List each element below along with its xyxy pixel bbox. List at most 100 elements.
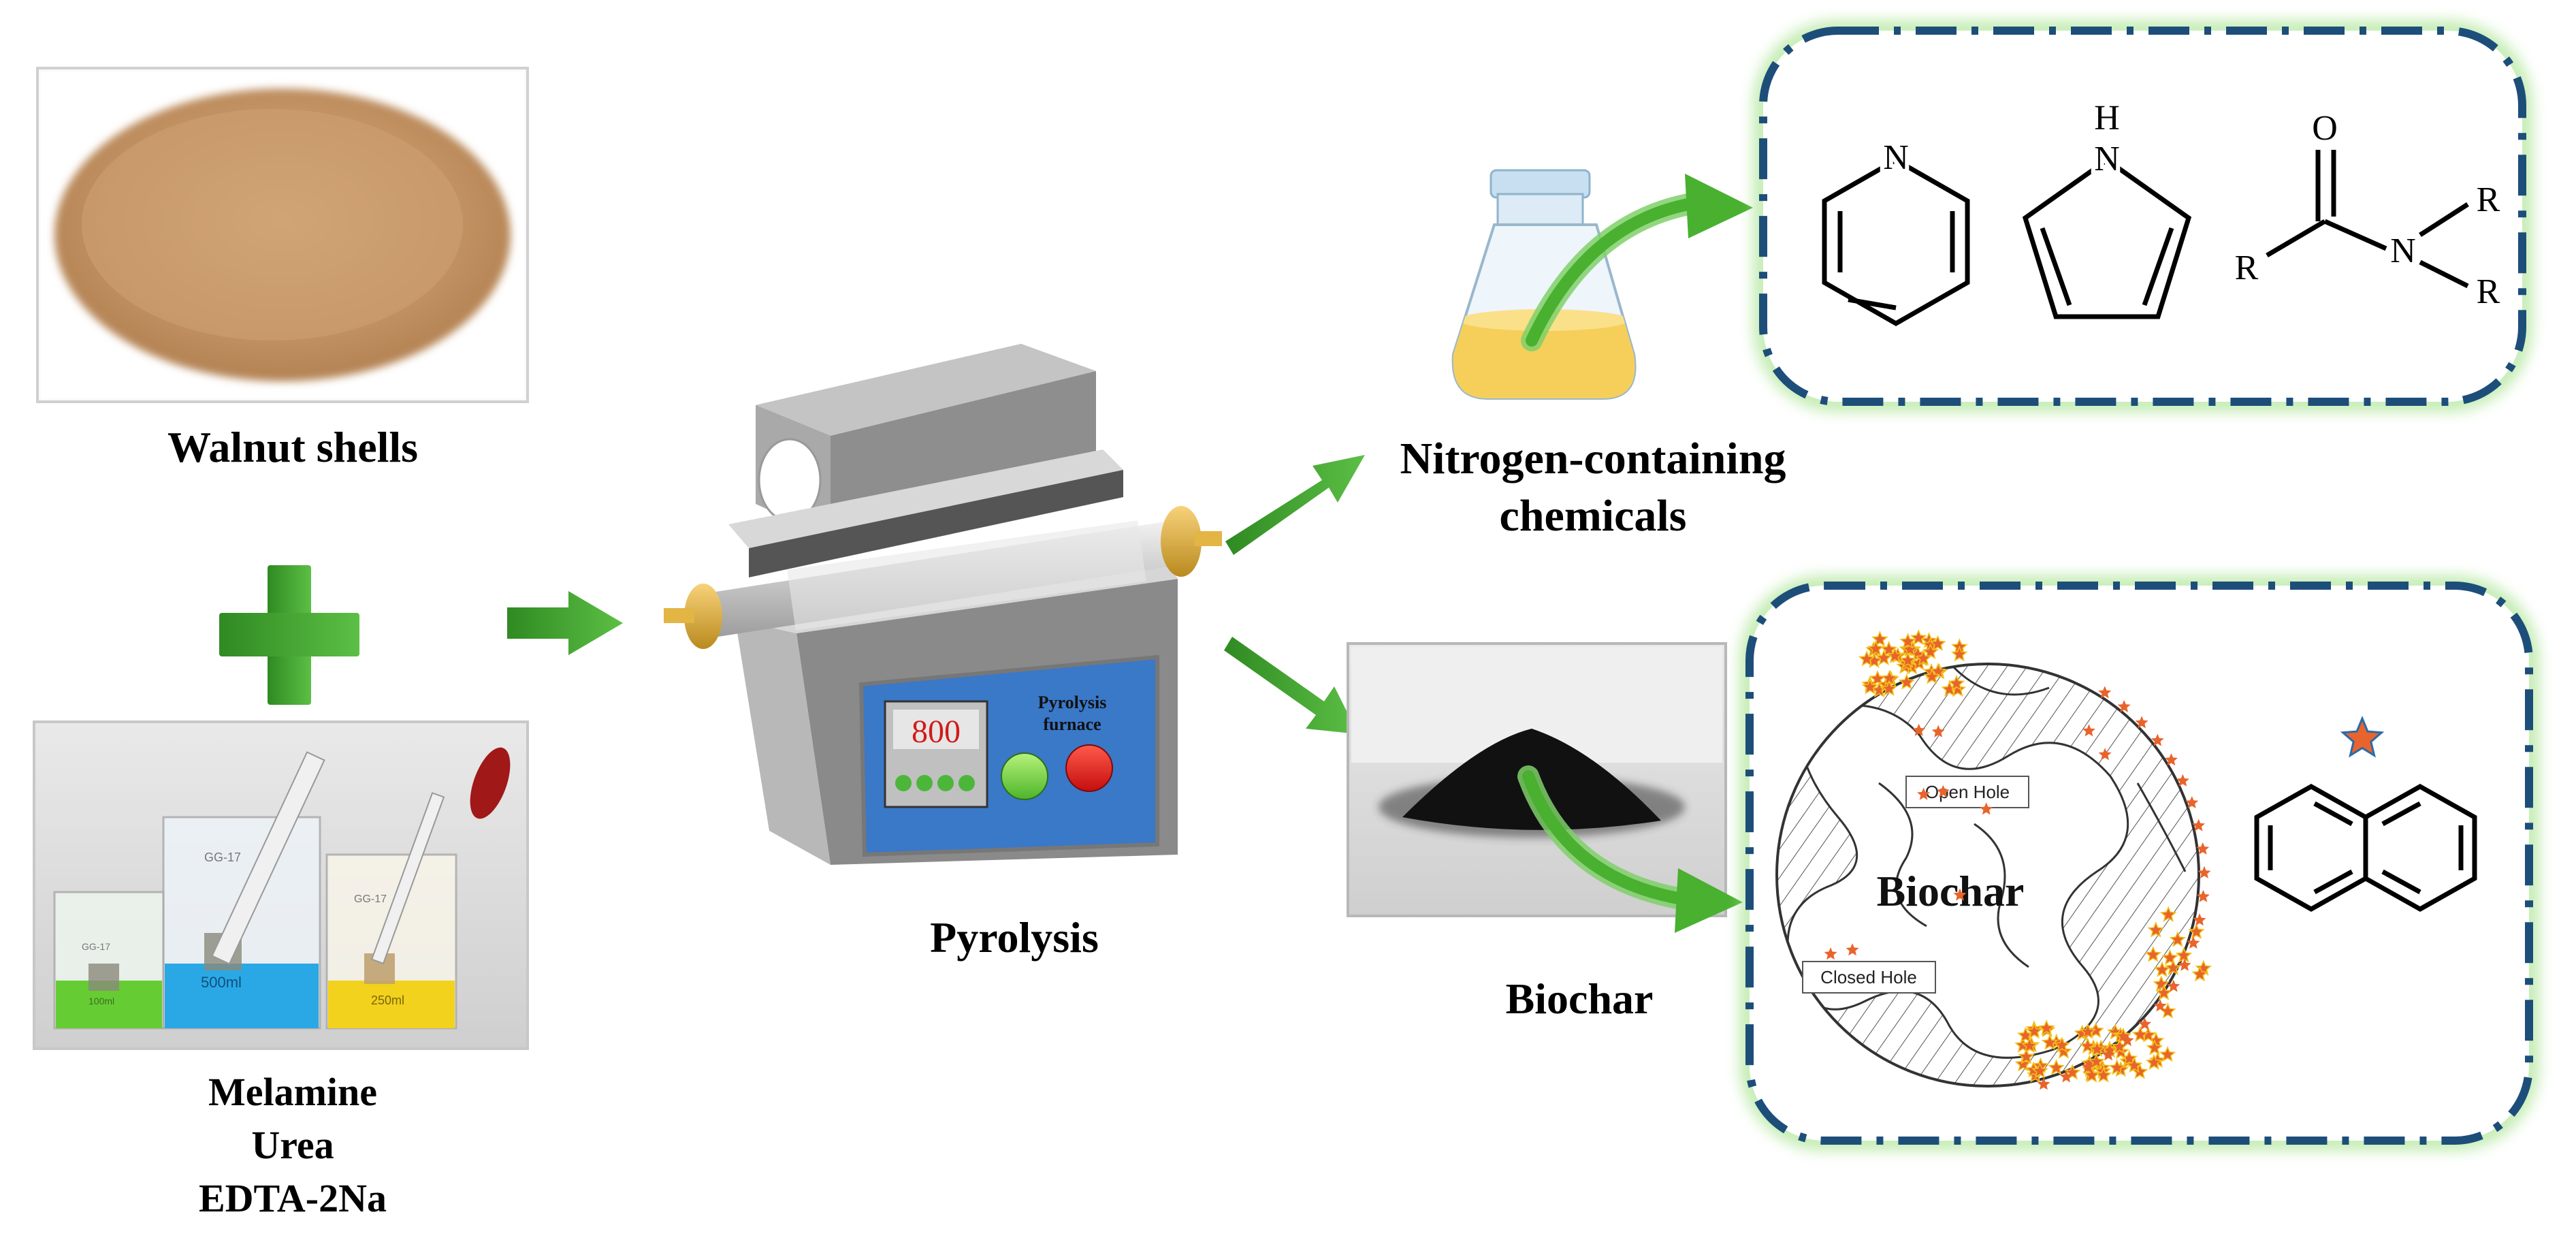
- adsorbed-star: [1953, 888, 1967, 901]
- adsorbed-star: [2125, 1056, 2143, 1073]
- curved-arrow-biochar: [1517, 765, 1743, 933]
- beaker-brand-3: GG-17: [354, 893, 387, 905]
- adsorbed-star: [2145, 1053, 2163, 1070]
- adsorbed-star: [1929, 635, 1946, 651]
- adsorbed-star: [2185, 796, 2199, 808]
- adsorbed-star: [2161, 949, 2178, 966]
- adsorbed-star: [1915, 650, 1932, 666]
- biochar-center-label: Biochar: [1877, 867, 2025, 915]
- adsorbed-star: [2159, 1045, 2176, 1062]
- beaker-brand-2: GG-17: [204, 851, 241, 864]
- adsorbed-star: [2089, 1041, 2106, 1057]
- adsorbed-star: [2191, 965, 2208, 982]
- adsorbed-star: [1899, 633, 1916, 649]
- adsorbed-star: [2121, 1034, 2134, 1047]
- adsorbed-star: [1936, 784, 1950, 797]
- chemicals-frame: [1753, 20, 2532, 412]
- additives-label: Melamine Urea EDTA-2Na: [88, 1066, 497, 1225]
- adsorbed-star: [2192, 819, 2206, 831]
- arrow-to-furnace: [507, 591, 623, 655]
- adsorbed-star: [2098, 748, 2112, 761]
- adsorbed-star: [2117, 699, 2131, 712]
- adsorbed-star: [2176, 774, 2189, 787]
- beakers-photo: [33, 720, 529, 1050]
- nitrogen-label-line-2: chemicals: [1499, 491, 1687, 541]
- adsorbed-star: [2164, 753, 2178, 766]
- adsorbed-star: [2187, 936, 2200, 949]
- walnut-shells-photo: [36, 67, 529, 403]
- adsorbed-star: [2038, 1019, 2055, 1036]
- adsorbed-star: [2155, 984, 2172, 1000]
- walnut-shells-label: Walnut shells: [167, 423, 419, 471]
- adsorbed-star: [1824, 947, 1837, 960]
- plus-icon: [219, 565, 359, 705]
- pyrolysis-furnace: [664, 344, 1222, 865]
- adsorbed-star: [2193, 913, 2206, 926]
- adsorbed-star: [1880, 680, 1898, 696]
- pyrrole-molecule: [2022, 157, 2192, 319]
- adsorbed-star: [2018, 1048, 2035, 1064]
- adsorbed-star: [2175, 947, 2193, 963]
- adsorbed-star: [1923, 668, 1941, 684]
- adsorbed-star: [2082, 724, 2095, 737]
- additive-edta: EDTA-2Na: [198, 1176, 387, 1220]
- adsorbed-star: [1950, 646, 1968, 662]
- adsorbed-star: [2079, 1023, 2097, 1039]
- naphthalene-molecule: [2254, 783, 2477, 912]
- adsorbed-star: [2131, 1026, 2149, 1043]
- pyrrole-n: N: [2094, 140, 2120, 178]
- arrow-to-biochar: [1224, 637, 1358, 734]
- adsorbed-molecules: [1824, 629, 2212, 1090]
- pyrrole-h: H: [2094, 99, 2120, 138]
- adsorbed-star: [2169, 931, 2187, 947]
- nitrogen-label-line-1: Nitrogen-containing: [1400, 434, 1786, 483]
- adsorbed-star: [2025, 1022, 2043, 1039]
- adsorbed-star: [1912, 723, 1926, 736]
- additive-melamine: Melamine: [208, 1070, 378, 1114]
- adsorbed-star: [1948, 674, 1965, 691]
- pyridine-n: N: [1883, 138, 1909, 177]
- adsorbed-star: [2087, 1021, 2104, 1038]
- adsorbed-star: [2081, 1060, 2095, 1073]
- additive-urea: Urea: [251, 1123, 334, 1167]
- adsorbed-star: [1931, 725, 1945, 737]
- adsorbed-star: [2059, 1070, 2073, 1083]
- amide-n: N: [2390, 232, 2416, 270]
- adsorbed-star: [2151, 733, 2164, 746]
- arrow-to-chemicals: [1225, 455, 1365, 555]
- adsorbed-star: [2147, 921, 2165, 938]
- adsorbed-star: [2197, 866, 2211, 878]
- adsorbed-star: [1899, 652, 1916, 668]
- adsorbed-star: [2135, 716, 2148, 729]
- adsorbed-star: [1980, 802, 1993, 815]
- adsorbed-star: [2178, 958, 2191, 971]
- furnace-display: 800: [912, 714, 961, 750]
- adsorbed-star: [1917, 787, 1931, 800]
- adsorbed-star: [2159, 906, 2177, 922]
- adsorbed-star: [1858, 650, 1875, 667]
- closed-hole-label: Closed Hole: [1820, 967, 1917, 987]
- amide-r-1: R: [2477, 180, 2500, 219]
- amide-r-3: R: [2477, 272, 2500, 311]
- adsorbed-star: [2053, 1036, 2071, 1053]
- adsorbed-star: [2108, 1059, 2126, 1075]
- adsorbed-star: [1910, 629, 1927, 646]
- adsorbed-star: [2188, 923, 2205, 939]
- pyrolysis-label: Pyrolysis: [930, 913, 1099, 962]
- beaker-brand-1: GG-17: [82, 941, 110, 952]
- adsorbed-star: [2098, 686, 2112, 699]
- adsorbed-star: [2041, 1034, 2059, 1050]
- adsorbed-star: [1880, 640, 1897, 657]
- beaker-label-500: 500ml: [201, 974, 242, 991]
- beaker-label-250: 250ml: [371, 994, 404, 1007]
- adsorbed-star: [2102, 1048, 2115, 1061]
- flask-icon: [1451, 169, 1637, 400]
- pyridine-molecule: [1822, 157, 1970, 327]
- adsorbed-star: [2196, 889, 2210, 902]
- adsorbed-star: [2164, 959, 2182, 976]
- adsorbed-star: [1886, 647, 1903, 664]
- adsorbed-star: [1861, 678, 1879, 695]
- adsorbed-star: [2167, 979, 2180, 992]
